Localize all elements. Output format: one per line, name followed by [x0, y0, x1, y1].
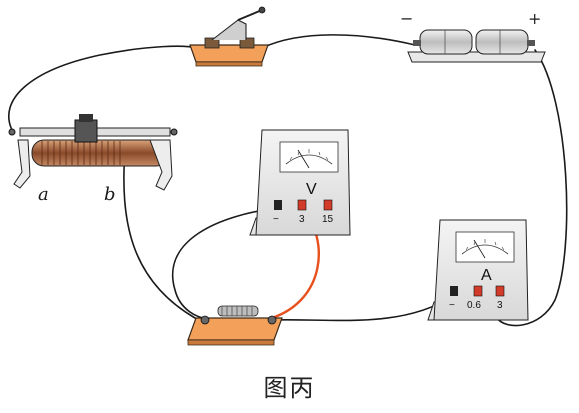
- battery-positive-mark: +: [528, 9, 541, 28]
- wire-rheostat-b-to-switch-base: [123, 149, 196, 319]
- wire-switch-to-battery: [261, 34, 416, 49]
- ammeter: A − 0.6 3: [427, 219, 529, 321]
- knife-switch-top: [189, 6, 269, 67]
- wire-ammeter-to-switch-base: [271, 295, 454, 322]
- switch-base-bottom: [187, 305, 283, 346]
- voltmeter-symbol: V: [306, 181, 317, 198]
- figure-caption: 图丙: [263, 374, 316, 402]
- terminal-label-a: a: [38, 184, 49, 205]
- wire-voltmeter-to-switch-base: [172, 207, 279, 319]
- ammeter-neg-mark: −: [449, 300, 455, 311]
- voltmeter-neg-mark: −: [273, 214, 279, 225]
- wire-rheostat-to-switch: [7, 45, 199, 131]
- ammeter-symbol: A: [481, 267, 492, 284]
- battery-negative-mark: −: [400, 9, 413, 28]
- wire-battery-to-ammeter: [496, 49, 568, 327]
- voltmeter: V − 3 15: [249, 129, 351, 236]
- ammeter-range-low: 0.6: [467, 300, 481, 311]
- voltmeter-range-low: 3: [299, 214, 305, 225]
- voltmeter-range-high: 15: [322, 214, 334, 225]
- battery: − +: [400, 9, 546, 63]
- rheostat: a b: [8, 114, 178, 205]
- terminal-label-b: b: [104, 184, 116, 205]
- ammeter-range-high: 3: [497, 300, 503, 311]
